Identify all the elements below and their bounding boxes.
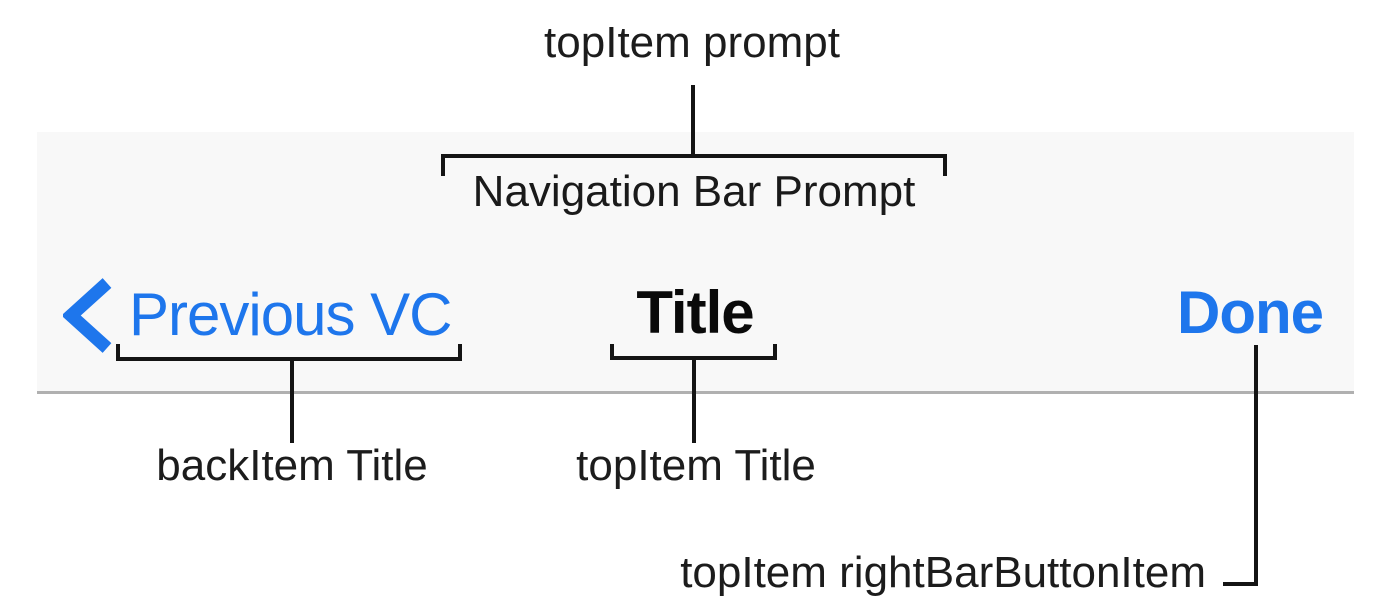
callout-topitem-prompt: topItem prompt	[544, 18, 840, 67]
done-button[interactable]: Done	[1177, 279, 1324, 346]
navigation-bar: Navigation Bar Prompt Previous VC Title …	[37, 132, 1354, 394]
callout-topitem-title: topItem Title	[576, 441, 816, 490]
back-chevron-icon	[63, 277, 112, 353]
navigation-bar-title: Title	[636, 279, 754, 346]
navigation-bar-prompt: Navigation Bar Prompt	[472, 167, 916, 216]
callout-backitem-title: backItem Title	[156, 441, 428, 490]
back-button[interactable]: Previous VC	[63, 276, 452, 354]
back-button-label: Previous VC	[129, 281, 452, 348]
callout-topitem-rightbarbuttonitem: topItem rightBarButtonItem	[680, 548, 1206, 597]
